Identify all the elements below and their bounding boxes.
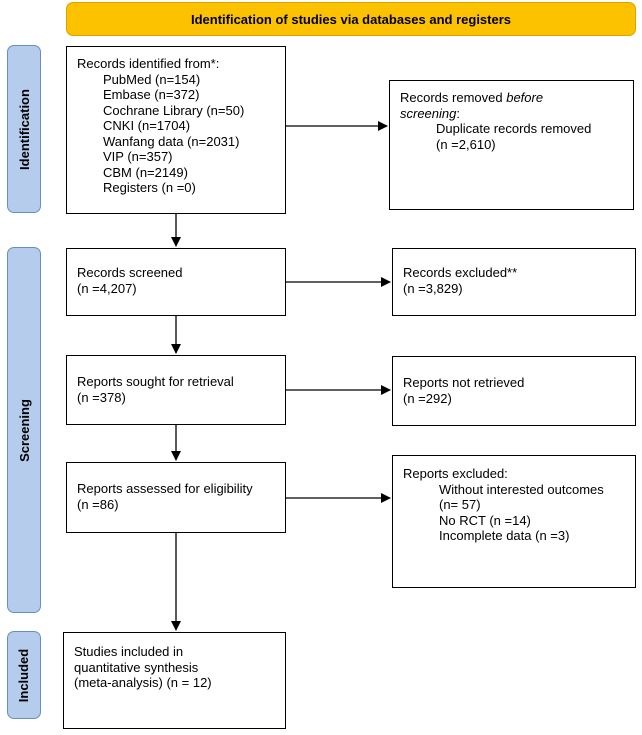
records-excluded-title: Records excluded** [403,265,518,280]
diagram-header: Identification of studies via databases … [66,2,636,36]
studies-included-line: quantitative synthesis [74,659,199,675]
reports-sought-box: Reports sought for retrieval (n =378) [66,355,286,425]
exclusion-reason: No RCT (n =14) [439,512,531,528]
reports-not-retrieved-title: Reports not retrieved [403,375,525,390]
header-title: Identification of studies via databases … [190,11,512,27]
phase-identification: Identification [7,45,41,213]
studies-included-line: (meta-analysis) (n = 12) [74,675,212,690]
exclusion-reason: Incomplete data (n =3) [439,528,570,543]
records-screened-title: Records screened [77,265,183,280]
duplicates-count: (n =2,610) [436,136,496,152]
source-item: Cochrane Library (n=50) [103,102,245,118]
source-item: PubMed (n=154) [103,71,201,87]
reports-not-retrieved-count: (n =292) [403,390,452,406]
records-screened-count: (n =4,207) [77,280,137,296]
studies-included-box: Studies included in quantitative synthes… [63,632,286,729]
duplicates-label: Duplicate records removed [436,121,592,136]
source-item: CNKI (n=1704) [103,118,191,133]
exclusion-reason: Without interested outcomes [439,481,604,497]
source-item: CBM (n=2149) [103,164,188,180]
source-item: VIP (n=357) [103,149,173,164]
records-removed-title: Records removed before [400,90,544,105]
reports-excluded-title: Reports excluded: [403,466,508,481]
records-screened-box: Records screened (n =4,207) [66,248,286,316]
source-item: Wanfang data (n=2031) [103,133,240,149]
reports-sought-title: Reports sought for retrieval [77,374,234,389]
reports-excluded-box: Reports excluded: Without interested out… [392,455,636,588]
reports-not-retrieved-box: Reports not retrieved (n =292) [392,356,636,426]
records-removed-box: Records removed before screening: Duplic… [389,80,634,210]
records-identified-box: Records identified from*: PubMed (n=154)… [66,46,286,214]
exclusion-reason: (n= 57) [439,497,481,512]
records-excluded-count: (n =3,829) [403,280,463,296]
phase-screening: Screening [7,247,41,613]
records-identified-title: Records identified from*: [77,56,220,71]
reports-assessed-count: (n =86) [77,496,119,512]
source-item: Registers (n =0) [103,180,196,195]
phase-included: Included [7,631,41,719]
studies-included-line: Studies included in [74,644,184,659]
reports-assessed-box: Reports assessed for eligibility (n =86) [66,462,286,533]
reports-sought-count: (n =378) [77,389,126,405]
source-item: Embase (n=372) [103,87,200,102]
reports-assessed-title: Reports assessed for eligibility [77,481,253,496]
records-excluded-box: Records excluded** (n =3,829) [392,248,636,316]
